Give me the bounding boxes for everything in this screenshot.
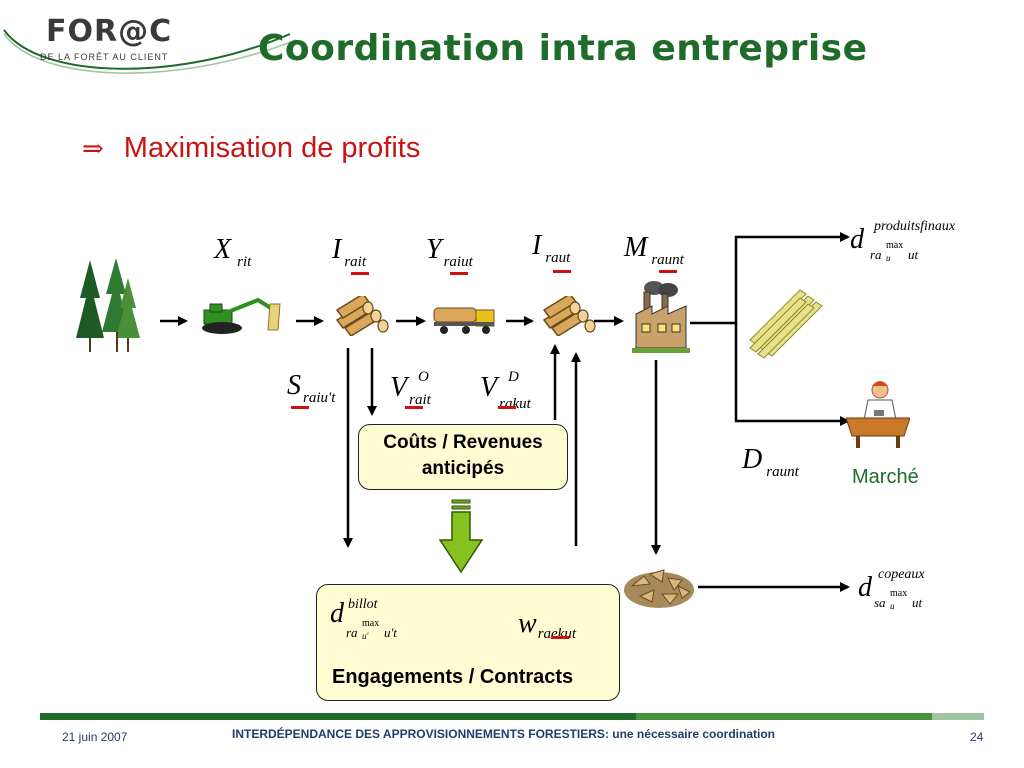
red-marker [291,406,309,409]
bullet-point: ⇒ Maximisation de profits [82,132,420,165]
engagements-label: Engagements / Contracts [332,666,574,688]
variable-d-produits: d produitsfinaux ra max u ut [850,219,956,263]
footer-bar [40,713,984,720]
logs-icon [542,296,596,336]
flow-arrow [690,232,850,325]
logs-icon [335,296,389,336]
flow-arrow [734,323,850,426]
variable-d-copeaux: d copeaux sa max u ut [858,567,925,611]
down-arrow-icon [438,499,484,574]
red-marker [498,406,516,409]
logo-tagline: DE LA FORÊT AU CLIENT [40,52,169,62]
marche-label: Marché [852,466,919,488]
log-truck-icon [433,307,495,334]
variable-w: wraekut [518,608,577,642]
engagements-box [316,584,620,701]
red-marker [659,270,677,273]
forest-icon [76,258,140,352]
red-marker [405,406,423,409]
logo-swoosh [3,29,297,74]
red-marker [351,272,369,275]
couts-line-2: anticipés [421,458,505,479]
buyer-icon [846,381,910,448]
page-title: Coordination intra entreprise [258,28,868,69]
harvester-icon [202,297,281,334]
footer-date: 21 juin 2007 [62,730,128,744]
red-marker [553,270,571,273]
logo: FOR@C [46,14,173,49]
couts-line-1: Coûts / Revenues [383,432,543,453]
page-number: 24 [970,730,984,744]
red-marker [551,636,569,639]
lumber-icon [749,289,823,359]
red-marker [450,272,468,275]
couts-revenues-box: Coûts / Revenues anticipés [358,424,568,490]
implies-arrow-icon: ⇒ [82,134,104,164]
footer-title: INTERDÉPENDANCE DES APPROVISIONNEMENTS F… [232,727,775,741]
bullet-text: Maximisation de profits [123,132,421,164]
variable-d-billot: d billot ra max u' u't [330,597,397,641]
factory-icon [632,281,690,353]
wood-chips-icon [624,569,694,608]
